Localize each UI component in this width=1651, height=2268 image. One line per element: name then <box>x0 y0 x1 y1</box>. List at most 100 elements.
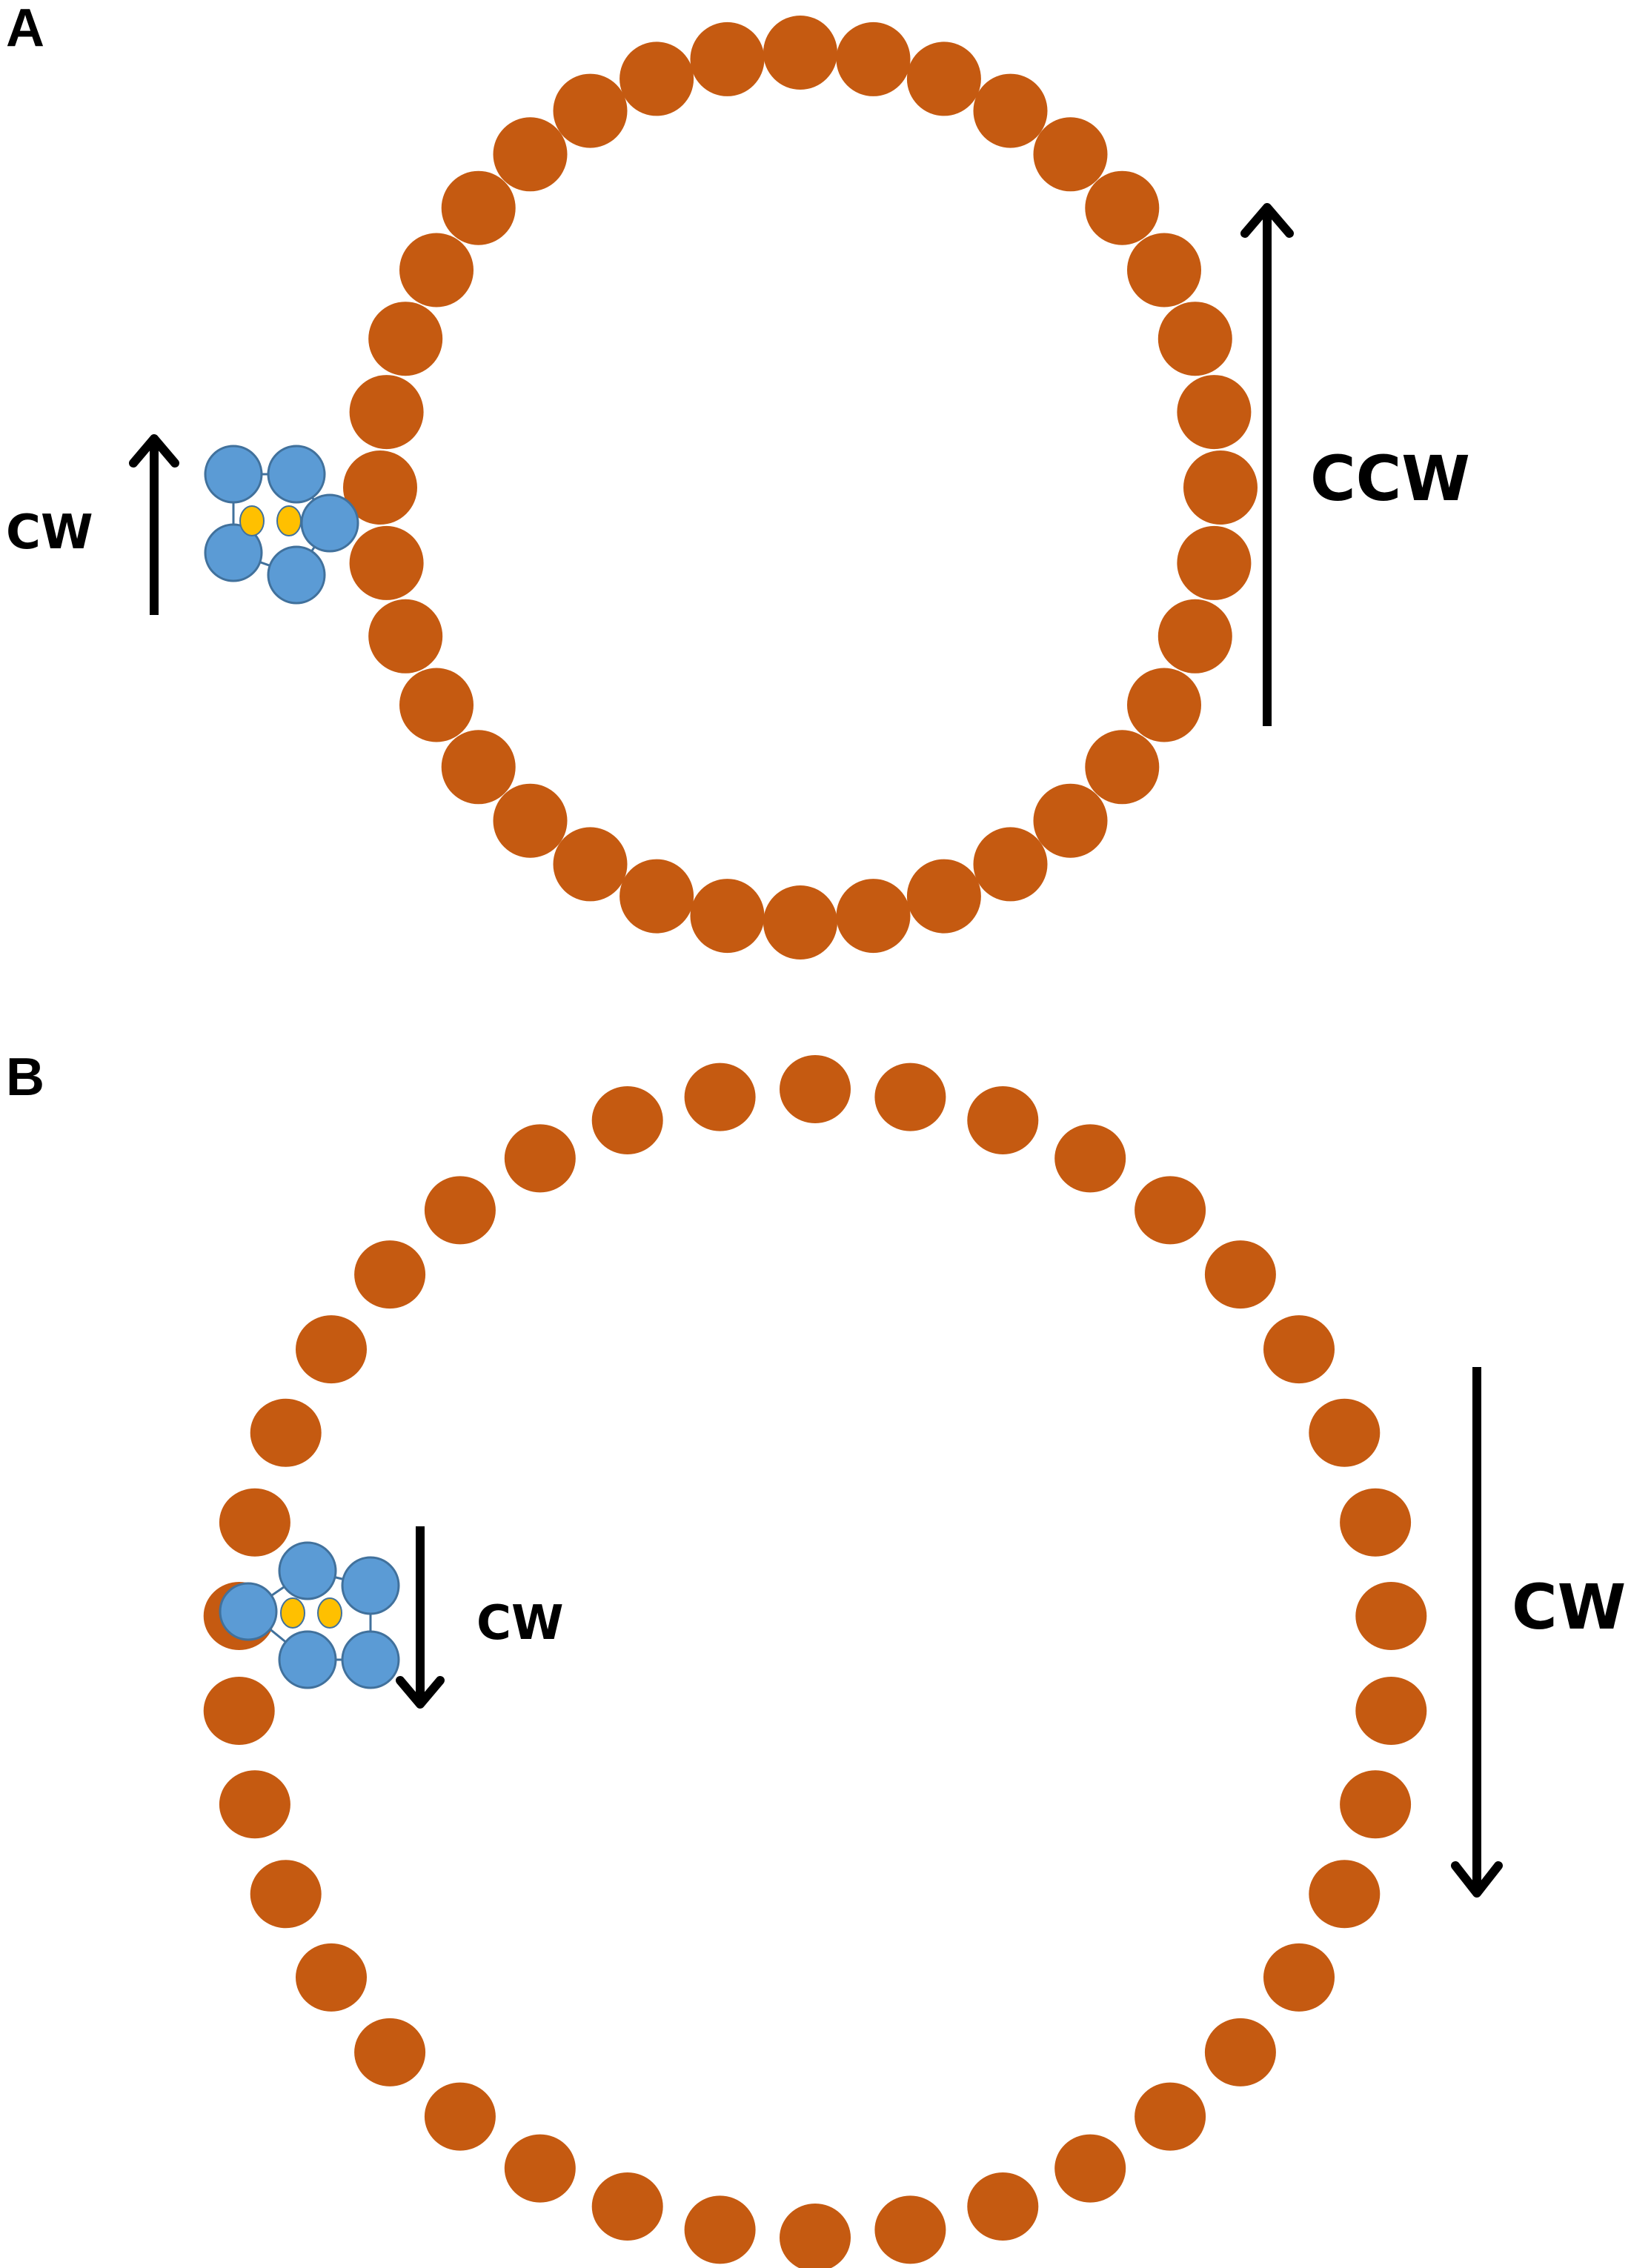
panel-a-ring-bead <box>349 525 424 600</box>
panel-a-ring-bead <box>906 859 981 934</box>
panel-b-ring-bead <box>219 1770 290 1839</box>
panel-b-ring-bead <box>684 1062 756 1131</box>
panel-a-ring-bead <box>619 41 694 116</box>
panel-b-ring-bead <box>219 1488 290 1557</box>
panel-a-ring-bead <box>836 879 911 954</box>
panel-b-ring-bead <box>1054 1124 1126 1193</box>
panel-a-ring-bead <box>1127 668 1201 742</box>
panel-a-ring <box>343 16 1258 960</box>
panel-a-ring-bead <box>399 233 474 307</box>
panel-b-ring-arrow <box>1451 1367 1503 1898</box>
panel-a-ring-label: CCW <box>1310 442 1470 515</box>
panel-a-ring-bead <box>1033 117 1108 192</box>
panel-a-ring-bead <box>368 599 443 674</box>
panel-b-ring-bead <box>354 2018 426 2086</box>
panel-a-ring-bead <box>836 21 911 96</box>
panel-a-ring-bead <box>343 450 417 525</box>
panel-b-ring-bead <box>1135 2082 1206 2151</box>
panel-b-letter: B <box>6 1048 44 1107</box>
panel-a-ring-bead <box>973 73 1048 148</box>
panel-b-ring-bead <box>354 1240 426 1309</box>
panel-b-ring-bead <box>424 2082 496 2151</box>
panel-b-ring-bead <box>504 2134 576 2203</box>
panel-a-ring-bead <box>1157 599 1232 674</box>
panel-a-ring-bead <box>493 117 568 192</box>
panel-b-motor-core <box>317 1597 342 1629</box>
panel-b-ring-bead <box>203 1677 275 1745</box>
panel-b-ring-bead <box>296 1943 367 2012</box>
panel-a-motor-core <box>239 505 265 536</box>
panel-a-ring-bead <box>1127 233 1201 307</box>
panel-b-motor-bead <box>278 1541 337 1600</box>
panel-b-ring-bead <box>1340 1770 1412 1839</box>
panel-b-ring-bead <box>1135 1176 1206 1245</box>
panel-a-ring-bead <box>690 879 765 954</box>
panel-b-motor-bead <box>219 1582 278 1641</box>
panel-b-ring-bead <box>1309 1860 1381 1929</box>
panel-b-ring-label: CW <box>1512 1571 1626 1643</box>
panel-a-ring-bead <box>1085 730 1160 805</box>
panel-a-motor-bead <box>204 445 263 504</box>
panel-a-ring-bead <box>368 302 443 376</box>
panel-a-motor-label: CW <box>6 505 93 560</box>
panel-b-ring-bead <box>1204 2018 1276 2086</box>
panel-a-ring-bead <box>441 730 516 805</box>
panel-b-ring-bead <box>504 1124 576 1193</box>
panel-b-motor-label: CW <box>476 1596 564 1651</box>
panel-b-motor-bead <box>341 1556 400 1615</box>
panel-b-ring-bead <box>1355 1582 1427 1650</box>
panel-b-ring-bead <box>684 2195 756 2264</box>
panel-a-motor-bead <box>204 523 263 582</box>
panel-a-ring-bead <box>1177 375 1252 450</box>
panel-b-ring-bead <box>591 2172 663 2241</box>
panel-b-ring-bead <box>1263 1943 1335 2012</box>
panel-a-ring-bead <box>553 73 628 148</box>
panel-a-motor-complex <box>204 445 359 605</box>
panel-b-ring-bead <box>591 1086 663 1154</box>
panel-a-ring-bead <box>1183 450 1258 525</box>
panel-b-ring-bead <box>1309 1398 1381 1467</box>
panel-b-ring-bead <box>1355 1677 1427 1745</box>
panel-a-motor-bead <box>267 445 326 504</box>
panel-b-ring-bead <box>250 1860 322 1929</box>
panel-a-ring-bead <box>399 668 474 742</box>
panel-a-ring-bead <box>553 827 628 902</box>
panel-a-ring-bead <box>1157 302 1232 376</box>
panel-b-motor-core <box>280 1597 305 1629</box>
panel-a-ring-bead <box>906 41 981 116</box>
panel-b-ring-bead <box>1204 1240 1276 1309</box>
panel-a-motor-arrow <box>129 434 179 615</box>
panel-b-ring-bead <box>424 1176 496 1245</box>
panel-a-ring-bead <box>349 375 424 450</box>
panel-b-ring-bead <box>967 2172 1039 2241</box>
panel-a-ring-bead <box>1085 170 1160 245</box>
panel-a-motor-core <box>276 505 302 536</box>
panel-a-motor-bead <box>267 545 326 605</box>
panel-a-ring-arrow <box>1240 203 1294 726</box>
panel-b-ring-bead <box>967 1086 1039 1154</box>
panel-a: A CW <box>6 0 1470 960</box>
panel-b-ring-bead <box>780 2204 851 2268</box>
panel-b-motor-arrow <box>396 1526 445 1709</box>
panel-a-ring-bead <box>1177 525 1252 600</box>
panel-b-ring-bead <box>874 2195 946 2264</box>
panel-b-ring-bead <box>296 1315 367 1384</box>
panel-b: B CW <box>6 1048 1626 2268</box>
panel-b-ring-bead <box>250 1398 322 1467</box>
panel-a-ring-bead <box>763 885 837 960</box>
panel-a-ring-bead <box>1033 783 1108 858</box>
panel-a-ring-bead <box>493 783 568 858</box>
panel-a-ring-bead <box>763 16 837 90</box>
panel-a-letter: A <box>6 0 44 58</box>
panel-b-ring-bead <box>1263 1315 1335 1384</box>
panel-a-ring-bead <box>690 21 765 96</box>
panel-b-ring-bead <box>1340 1488 1412 1557</box>
panel-a-motor-bead <box>300 493 359 553</box>
panel-b-ring-bead <box>874 1062 946 1131</box>
panel-a-ring-bead <box>619 859 694 934</box>
panel-b-motor-bead <box>341 1630 400 1689</box>
panel-b-motor-complex <box>219 1541 400 1689</box>
panel-b-ring-bead <box>780 1055 851 1123</box>
panel-a-ring-bead <box>441 170 516 245</box>
